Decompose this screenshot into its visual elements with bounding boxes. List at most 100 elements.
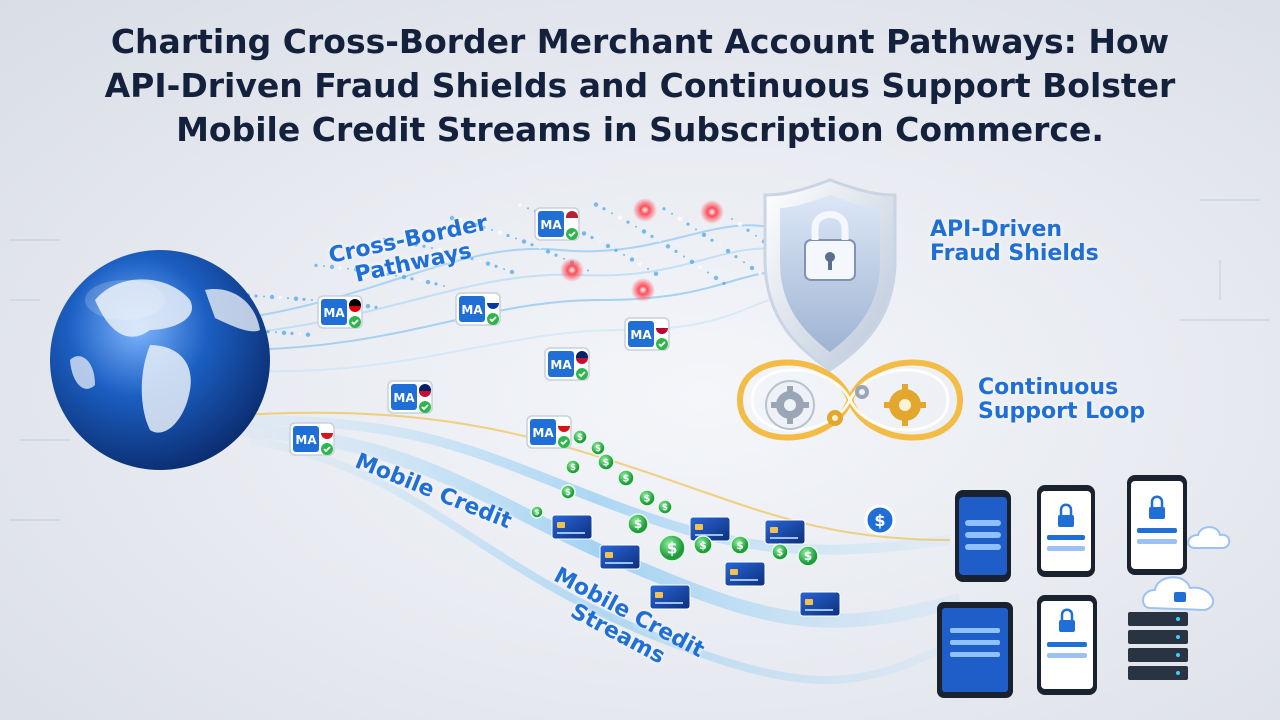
particle-dot: [293, 296, 299, 301]
particle-dot: [659, 240, 661, 243]
particle-dot: [650, 234, 654, 238]
merchant-account-badge: MA: [317, 295, 363, 329]
particle-dot: [707, 271, 709, 274]
check-icon: [487, 313, 499, 325]
particle-dot: [713, 275, 719, 281]
particle-dot: [737, 222, 743, 227]
particle-dot: [443, 284, 445, 287]
check-icon: [349, 316, 361, 328]
title-line-2: API-Driven Fraud Shields and Continuous …: [104, 66, 1176, 105]
particle-dot: [758, 272, 762, 276]
particle-dot: [719, 244, 721, 247]
particle-dot: [629, 257, 635, 262]
particle-dot: [311, 299, 313, 301]
merchant-account-badge: MA: [455, 292, 501, 326]
particle-dot: [638, 262, 642, 266]
subscription-devices: $: [864, 475, 1231, 698]
particle-dot: [626, 220, 630, 224]
particle-dot: [617, 215, 623, 220]
particle-dot: [506, 233, 510, 238]
check-icon: [566, 228, 578, 240]
dollar-coin-icon: $: [658, 534, 686, 562]
particle-dot: [494, 264, 498, 268]
particle-dot: [677, 216, 683, 222]
credit-card-icon: [764, 519, 806, 545]
particle-dot: [518, 203, 522, 207]
particle-dot: [413, 242, 419, 247]
dollar-sign: $: [699, 539, 707, 552]
title-line-3: Mobile Credit Streams in Subscription Co…: [176, 110, 1104, 149]
particle-dot: [746, 228, 750, 232]
particle-dot: [299, 333, 301, 335]
particle-dot: [731, 217, 733, 220]
particle-dot: [710, 238, 714, 242]
particle-dot: [653, 271, 659, 276]
dollar-sign: $: [534, 508, 539, 517]
dollar-sign: $: [595, 443, 601, 453]
particle-dot: [665, 244, 671, 249]
credit-card-icon: [599, 544, 641, 570]
merchant-badge-text: MA: [295, 433, 317, 447]
particle-dot: [698, 265, 702, 269]
country-flag-icon: [349, 299, 361, 312]
particle-dot: [683, 255, 685, 258]
particle-dot: [521, 239, 527, 244]
dollar-coin-icon: $: [597, 453, 615, 471]
country-flag-icon: [656, 321, 668, 334]
dollar-coin-icon: $: [771, 543, 789, 561]
merchant-badge-text: MA: [323, 306, 345, 320]
particle-dot: [425, 279, 431, 285]
credit-card-icon: [551, 514, 593, 540]
support-loop-label: Continuous Support Loop: [978, 376, 1145, 424]
credit-cards: [551, 514, 841, 617]
particle-dot: [755, 234, 757, 237]
particle-dot: [593, 202, 599, 207]
gear-icon: [827, 410, 843, 426]
credit-card-icon: [689, 516, 731, 542]
particle-dot: [377, 270, 383, 276]
particle-dot: [491, 228, 493, 231]
alert-glow: [633, 198, 657, 222]
particle-dot: [398, 239, 402, 243]
particle-dot: [671, 212, 673, 215]
merchant-account-badge: MA: [289, 422, 335, 456]
particle-dot: [449, 215, 455, 221]
merchant-account-badge: MA: [534, 207, 580, 241]
particle-dot: [347, 267, 349, 270]
particle-dot: [689, 259, 695, 264]
particle-dot: [290, 331, 294, 335]
particle-dot: [266, 330, 270, 334]
particle-dot: [554, 253, 558, 257]
particle-dot: [446, 250, 450, 254]
merchant-account-badge: MA: [387, 380, 433, 414]
merchant-badge-text: MA: [550, 358, 572, 372]
particle-dot: [374, 305, 378, 309]
dollar-sign: $: [623, 473, 630, 484]
phone-lock-screen: [1127, 475, 1187, 575]
dollar-sign: $: [603, 457, 610, 468]
particle-dot: [722, 281, 726, 285]
tablet-screen: [937, 602, 1013, 698]
particle-dot: [515, 237, 517, 240]
particle-dot: [437, 247, 443, 253]
dollar-sign: $: [874, 511, 885, 530]
particle-dot: [302, 297, 306, 301]
particle-dot: [743, 261, 745, 264]
particle-dot: [695, 228, 697, 231]
particle-dot: [365, 304, 371, 309]
particle-dot: [473, 222, 479, 227]
dollar-coin-icon: $: [530, 505, 544, 519]
dollar-coin-icon: $: [638, 489, 656, 507]
dollar-sign: $: [565, 487, 571, 497]
particle-dot: [278, 295, 282, 300]
particle-dot: [662, 207, 666, 211]
particle-dot: [323, 265, 325, 268]
alert-glow: [560, 258, 584, 282]
merchant-account-badge: MA: [544, 347, 590, 381]
particle-dot: [530, 243, 534, 247]
particle-dot: [482, 225, 486, 229]
check-icon: [558, 436, 570, 448]
phone-lock-screen: [1037, 485, 1095, 577]
